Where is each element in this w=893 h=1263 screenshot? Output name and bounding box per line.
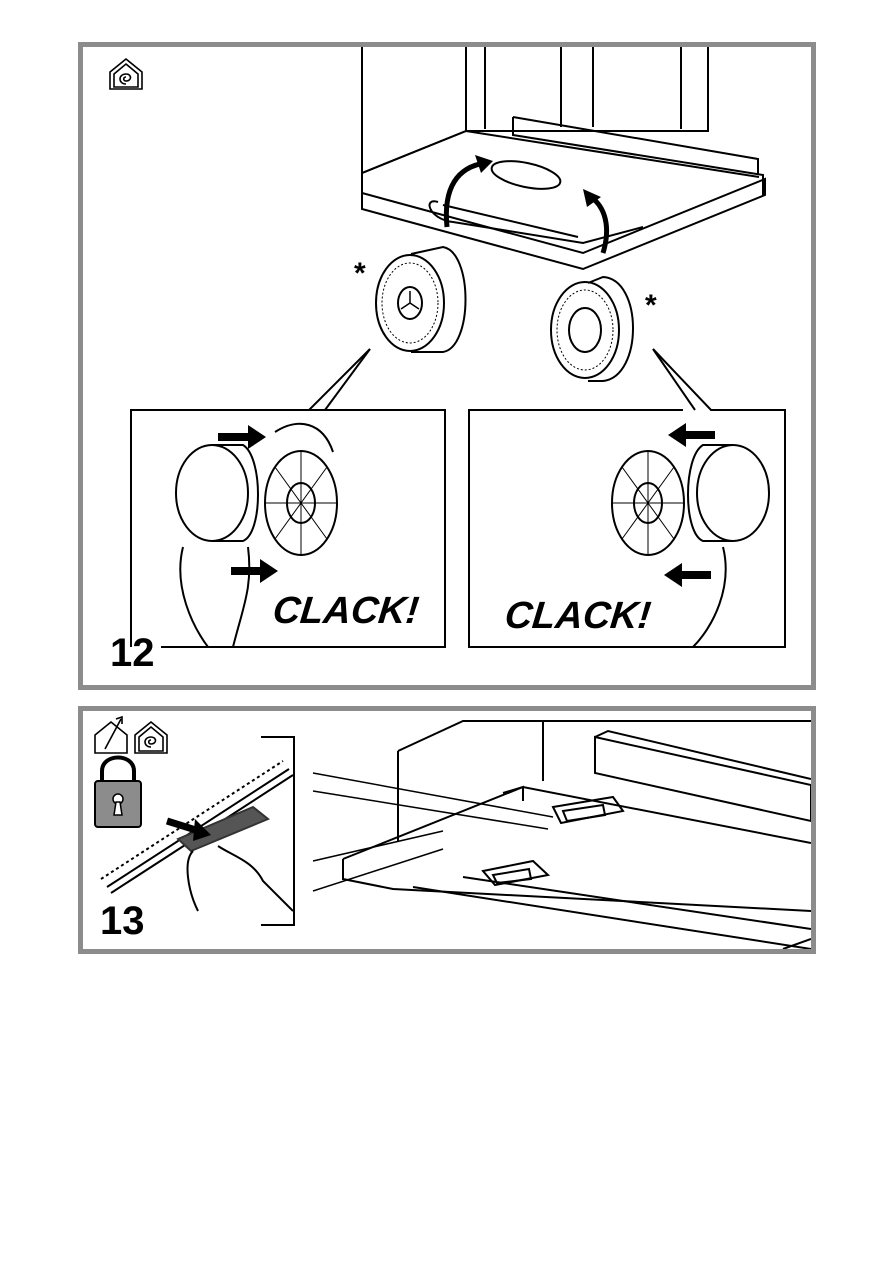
recirculation-house-icon <box>135 722 167 753</box>
step-13-panel: 13 <box>78 706 816 954</box>
extraction-house-icon <box>95 717 127 753</box>
optional-marker-left: * <box>354 259 366 289</box>
step-number-12: 12 <box>110 633 155 673</box>
cooker-hood-drawing <box>362 47 765 269</box>
pointer-lines <box>313 773 553 891</box>
step-13-illustration <box>83 711 811 949</box>
step-12-illustration <box>83 47 811 685</box>
recirculation-house-icon <box>110 59 142 89</box>
clack-label-right: CLACK! <box>503 597 653 635</box>
carbon-filter-left <box>376 247 466 352</box>
carbon-filter-right <box>551 277 633 381</box>
step-12-panel: * * CLACK! CLACK! 12 <box>78 42 816 690</box>
hood-slider-drawing <box>343 721 811 949</box>
clack-label-left: CLACK! <box>271 592 421 630</box>
optional-marker-right: * <box>645 291 657 321</box>
step-number-13: 13 <box>100 901 145 941</box>
padlock-icon <box>95 758 141 828</box>
